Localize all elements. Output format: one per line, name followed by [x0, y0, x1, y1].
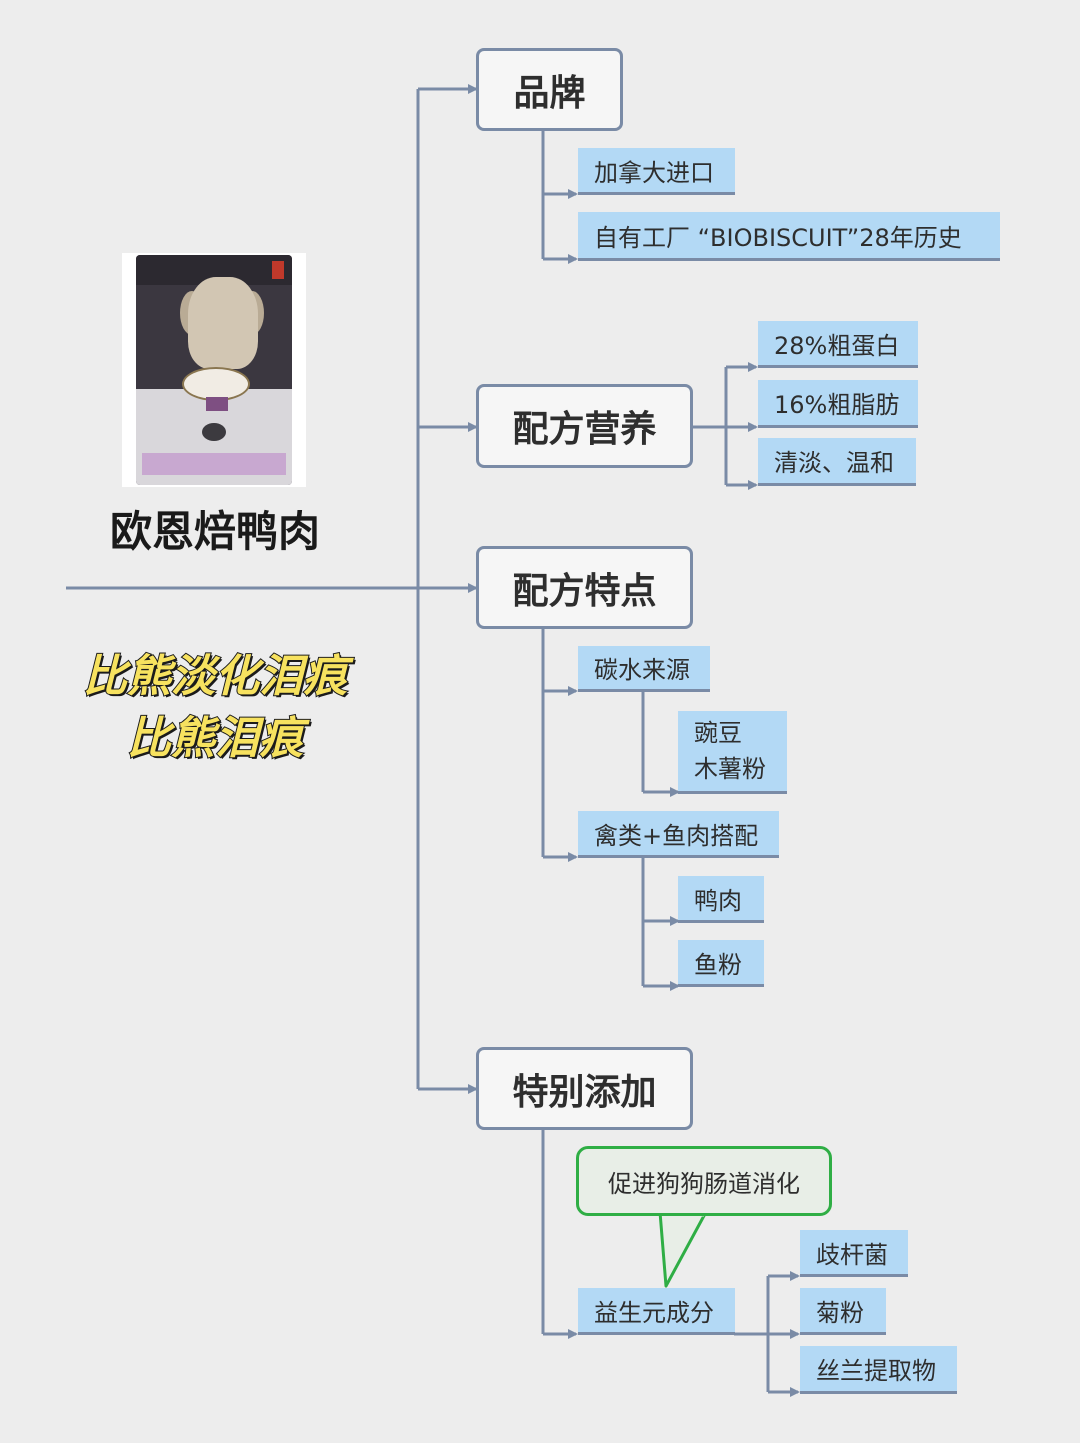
- branch-features[interactable]: 配方特点: [476, 546, 693, 629]
- leaf-duck-meat[interactable]: 鸭肉: [678, 876, 764, 923]
- dog-food-bag-illustration: [136, 255, 292, 485]
- callout-digestion: 促进狗狗肠道消化: [576, 1146, 832, 1216]
- carb-item-pea: 豌豆: [694, 719, 742, 747]
- leaf-mild-gentle[interactable]: 清淡、温和: [758, 438, 916, 486]
- leaf-crude-fat[interactable]: 16%粗脂肪: [758, 380, 918, 428]
- leaf-yucca-extract[interactable]: 丝兰提取物: [800, 1346, 957, 1394]
- leaf-canada-import[interactable]: 加拿大进口: [578, 148, 735, 195]
- leaf-bifidobacterium[interactable]: 歧杆菌: [800, 1230, 908, 1277]
- leaf-fish-meal[interactable]: 鱼粉: [678, 940, 764, 987]
- duck-icon: [202, 423, 226, 441]
- canada-flag-icon: [272, 261, 284, 279]
- carb-item-tapioca: 木薯粉: [694, 755, 766, 783]
- leaf-poultry-fish[interactable]: 禽类+鱼肉搭配: [578, 811, 779, 858]
- branch-brand[interactable]: 品牌: [476, 48, 623, 131]
- leaf-inulin[interactable]: 菊粉: [800, 1288, 886, 1335]
- slogan-line-1: 比熊淡化泪痕: [82, 650, 348, 703]
- leaf-crude-protein[interactable]: 28%粗蛋白: [758, 321, 918, 368]
- leaf-carb-ingredients[interactable]: 豌豆 木薯粉: [678, 711, 787, 794]
- leaf-carb-source[interactable]: 碳水来源: [578, 646, 710, 692]
- product-image: [122, 253, 306, 487]
- product-title: 欧恩焙鸭肉: [109, 507, 320, 556]
- dog-photo: [188, 277, 258, 369]
- branch-special-additives[interactable]: 特别添加: [476, 1047, 693, 1130]
- slogan-line-2: 比熊泪痕: [126, 712, 304, 765]
- leaf-prebiotic[interactable]: 益生元成分: [578, 1288, 735, 1335]
- leaf-own-factory[interactable]: 自有工厂 “BIOBISCUIT”28年历史: [578, 212, 1000, 261]
- branch-nutrition[interactable]: 配方营养: [476, 384, 693, 468]
- brand-logo: [182, 367, 250, 401]
